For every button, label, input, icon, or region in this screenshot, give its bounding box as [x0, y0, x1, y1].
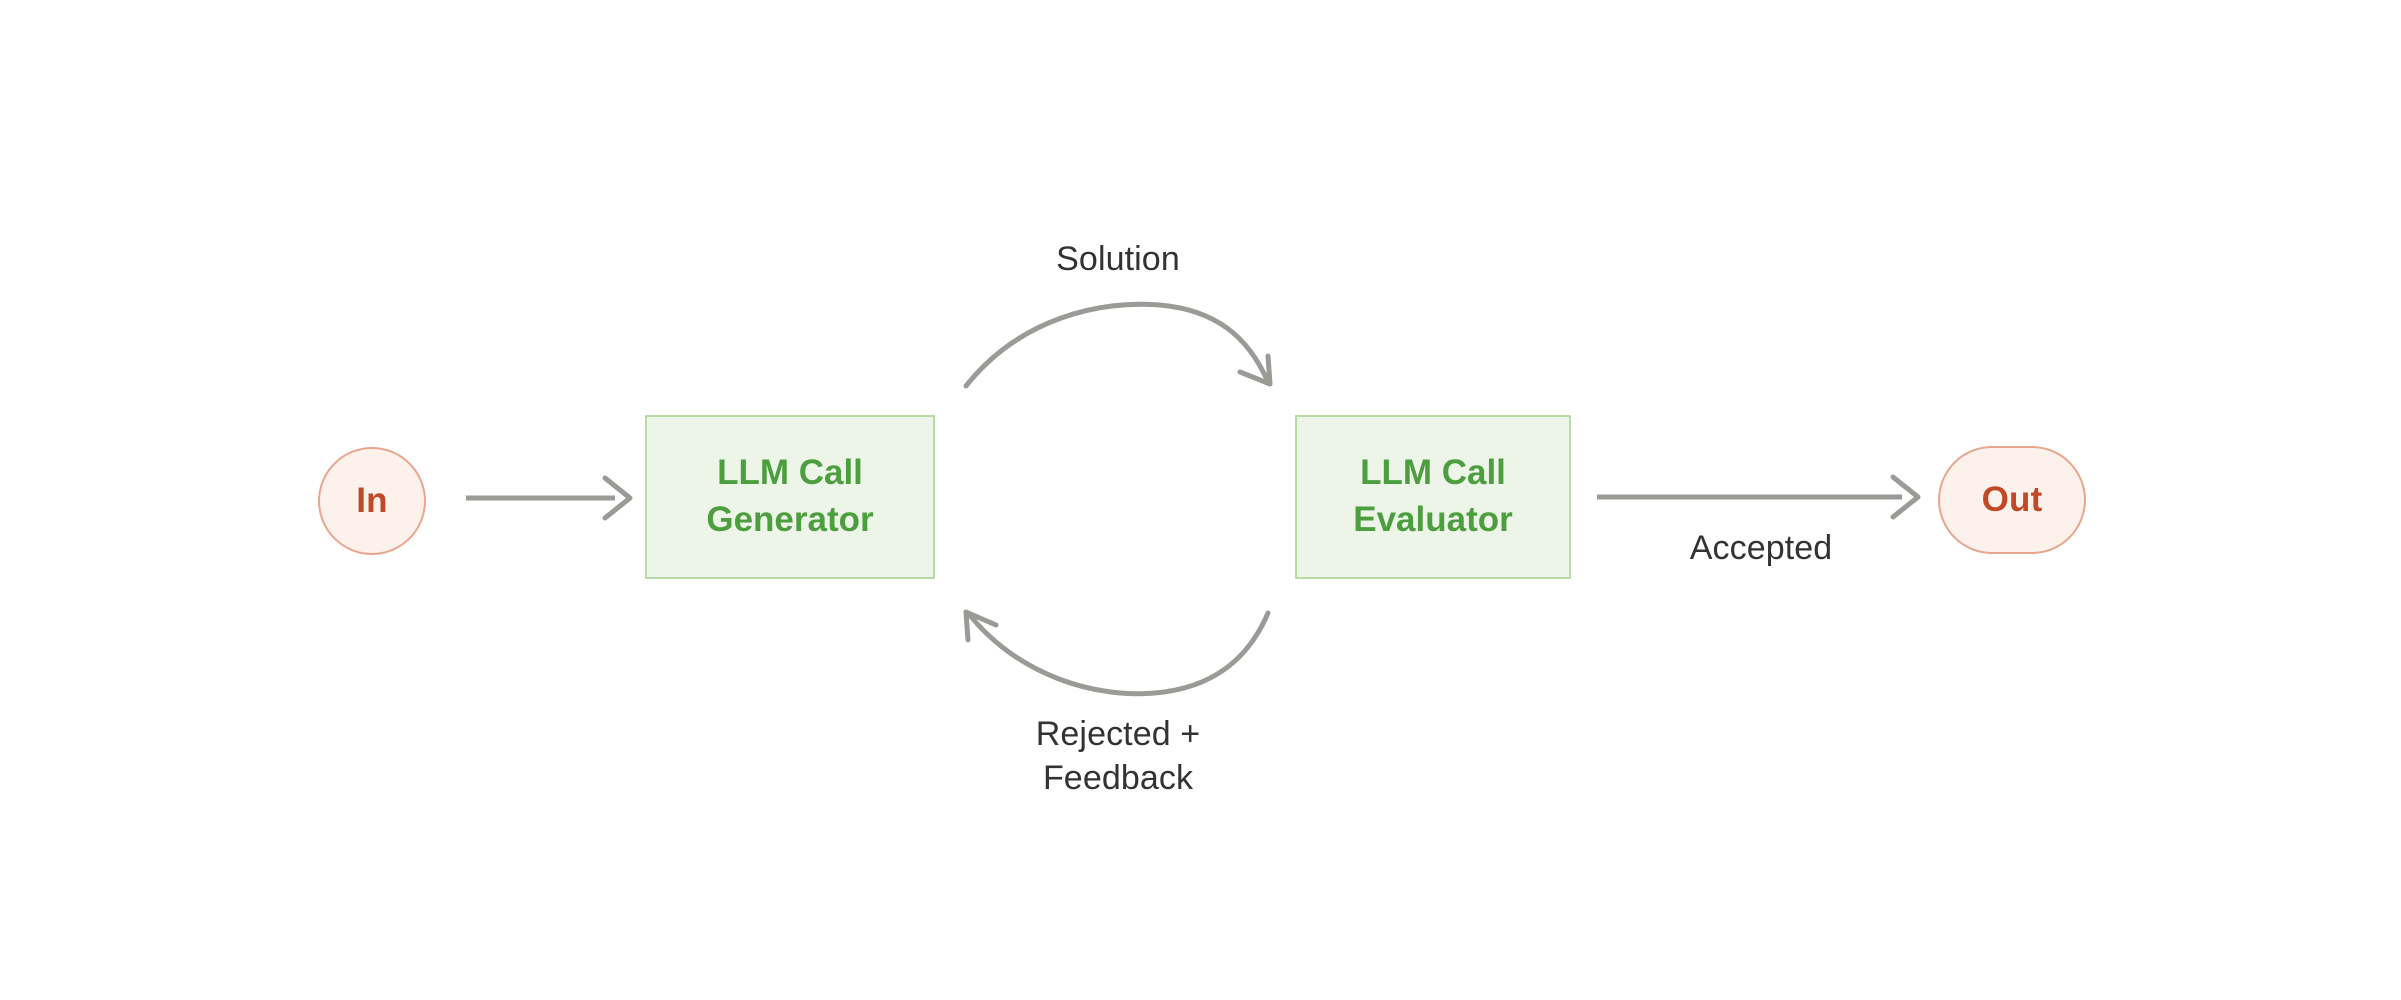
edge-label-accepted: Accepted [1689, 529, 1833, 567]
node-generator-label-line1: LLM Call [717, 453, 863, 493]
edge-label-solution: Solution [1056, 240, 1180, 278]
edge-generator-to-evaluator [963, 301, 1273, 389]
arrowhead-icon [1237, 353, 1273, 387]
edge-in-to-generator [466, 475, 633, 521]
node-llm-call-evaluator[interactable]: LLM Call Evaluator [1295, 415, 1571, 579]
node-input[interactable]: In [318, 447, 426, 555]
node-output[interactable]: Out [1938, 446, 2086, 554]
edge-evaluator-to-out [1597, 474, 1921, 520]
node-output-label: Out [1981, 480, 2043, 519]
node-evaluator-label-line1: LLM Call [1360, 453, 1506, 493]
node-input-label: In [356, 481, 388, 520]
edge-label-rejected-feedback: Rejected + Feedback [1035, 715, 1201, 797]
edge-evaluator-to-generator [963, 609, 1271, 697]
arrowhead-icon [1890, 474, 1921, 520]
arrowhead-icon [963, 609, 999, 643]
node-generator-label-line2: Generator [706, 500, 874, 539]
arrowhead-icon [602, 475, 633, 521]
node-llm-call-generator[interactable]: LLM Call Generator [645, 415, 935, 579]
node-evaluator-label-line2: Evaluator [1353, 500, 1513, 539]
